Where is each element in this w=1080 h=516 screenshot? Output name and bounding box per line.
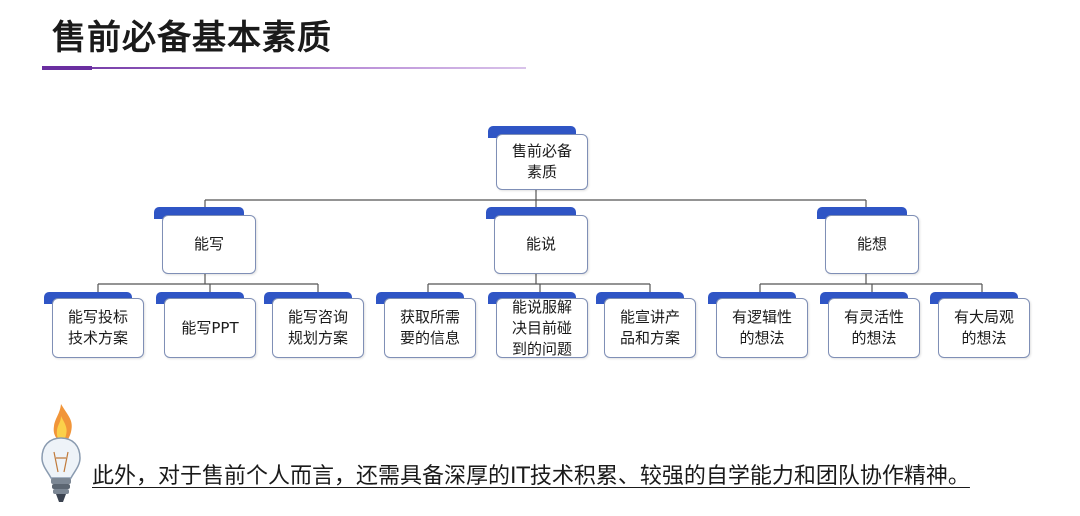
branch-node-write: 能写	[162, 215, 256, 274]
title-underline-accent	[42, 66, 92, 70]
branch-node-label: 能想	[856, 235, 887, 253]
lightbulb-flame-icon	[41, 404, 81, 502]
leaf-node: 有大局观 的想法	[938, 298, 1030, 358]
root-node-label: 售前必备 素质	[511, 142, 572, 181]
leaf-node: 能写咨询 规划方案	[272, 298, 364, 358]
leaf-node-label: 能写投标 技术方案	[67, 308, 128, 347]
leaf-node-label: 能宣讲产 品和方案	[619, 308, 680, 347]
branch-node-think: 能想	[825, 215, 919, 274]
branch-node-label: 能说	[525, 235, 556, 253]
leaf-node-label: 有逻辑性 的想法	[731, 308, 792, 347]
leaf-node-label: 能写PPT	[181, 318, 239, 337]
page-title: 售前必备基本素质	[52, 18, 332, 58]
leaf-node: 能写投标 技术方案	[52, 298, 144, 358]
leaf-node: 有逻辑性 的想法	[716, 298, 808, 358]
leaf-node: 能宣讲产 品和方案	[604, 298, 696, 358]
leaf-node: 有灵活性 的想法	[828, 298, 920, 358]
leaf-node-label: 能写咨询 规划方案	[287, 308, 348, 347]
leaf-node-label: 有灵活性 的想法	[843, 308, 904, 347]
leaf-node: 能写PPT	[164, 298, 256, 358]
title-underline	[42, 67, 526, 69]
footnote-text: 此外，对于售前个人而言，还需具备深厚的IT技术积累、较强的自学能力和团队协作精神…	[92, 464, 970, 489]
leaf-node: 获取所需 要的信息	[384, 298, 476, 358]
branch-node-label: 能写	[193, 235, 224, 253]
leaf-node-label: 获取所需 要的信息	[399, 308, 460, 347]
leaf-node: 能说服解 决目前碰 到的问题	[496, 298, 588, 358]
branch-node-speak: 能说	[494, 215, 588, 274]
leaf-node-label: 有大局观 的想法	[953, 308, 1014, 347]
root-node: 售前必备 素质	[496, 134, 588, 190]
leaf-node-label: 能说服解 决目前碰 到的问题	[511, 297, 572, 358]
